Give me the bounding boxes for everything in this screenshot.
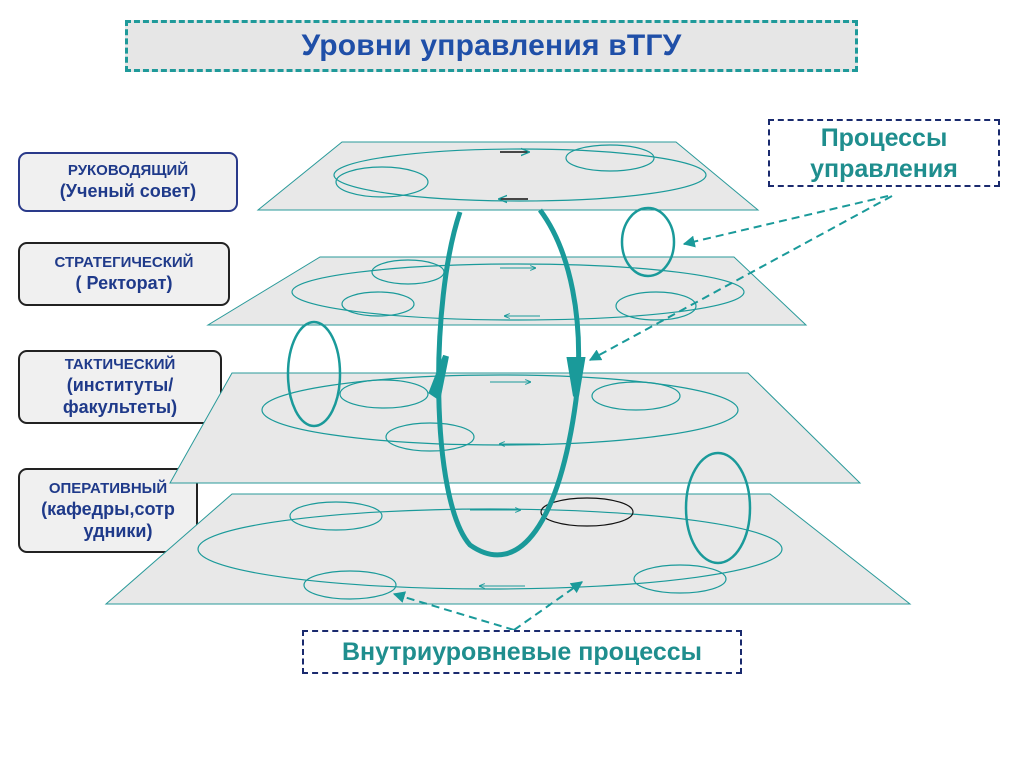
level-label-leading: РУКОВОДЯЩИЙ (Ученый совет) [18, 152, 238, 212]
management-loop-top-right [620, 206, 676, 278]
level-label-tactical: ТАКТИЧЕСКИЙ (институты/ факультеты) [18, 350, 222, 424]
level-body: (Ученый совет) [59, 181, 197, 201]
level-name: ТАКТИЧЕСКИЙ [64, 356, 176, 373]
level-label-operational: ОПЕРАТИВНЫЙ (кафедры,сотр удники) [18, 468, 198, 553]
plane-tactical [169, 372, 862, 484]
level-body-line1: (кафедры,сотр [41, 498, 175, 519]
callout-arrows-management [588, 195, 893, 361]
management-loop-main [428, 208, 586, 558]
callout-management-processes: Процессы управления [768, 119, 1000, 187]
plane-leading [256, 141, 760, 211]
level-name: ОПЕРАТИВНЫЙ [48, 479, 168, 497]
callout-line2: управления [810, 155, 958, 183]
level-label-strategic: СТРАТЕГИЧЕСКИЙ ( Ректорат) [18, 242, 230, 306]
management-loop-left [286, 320, 342, 428]
level-body-line2: удники) [83, 520, 153, 541]
management-loop-bottom-right [684, 451, 752, 565]
diagram-title: Уровни управления вТГУ [301, 29, 682, 62]
callout-line1: Процессы [820, 124, 948, 152]
plane-operational [104, 493, 912, 605]
callout-intra-level-processes: Внутриуровневые процессы [302, 630, 742, 674]
level-name: РУКОВОДЯЩИЙ [67, 162, 189, 179]
level-body-line1: (институты/ [66, 375, 174, 395]
level-body: ( Ректорат) [75, 273, 173, 293]
level-body-line2: факультеты) [62, 397, 178, 417]
title-box: Уровни управления вТГУ [125, 20, 858, 72]
callout-arrows-intra [392, 581, 583, 631]
level-name: СТРАТЕГИЧЕСКИЙ [54, 254, 194, 271]
